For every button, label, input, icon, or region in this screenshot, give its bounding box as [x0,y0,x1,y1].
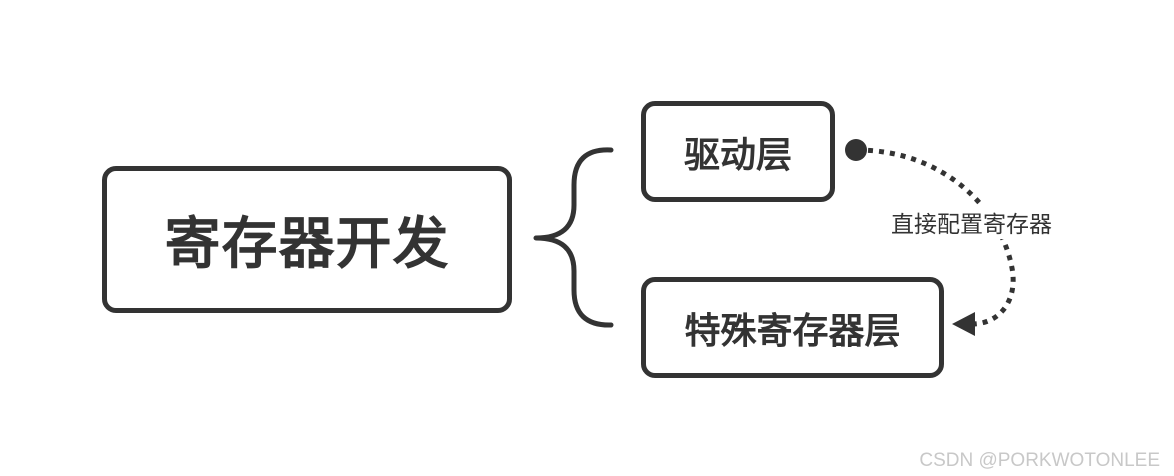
curly-brace-connector [533,147,614,328]
driver-layer-label: 驱动层 [683,134,792,176]
watermark: CSDN @PORKWOTONLEE [919,450,1160,471]
edge-arrowhead [952,312,975,336]
dotted-edge-line [856,147,1016,327]
edge-start-dot [845,139,867,161]
child-node-special-register-layer: 特殊寄存器层 [641,277,944,378]
edge-label: 直接配置寄存器 [890,205,1053,239]
root-node-label: 寄存器开发 [164,212,450,277]
root-node: 寄存器开发 [102,166,512,313]
child-node-driver-layer: 驱动层 [641,101,835,202]
special-register-layer-label: 特殊寄存器层 [684,310,901,352]
